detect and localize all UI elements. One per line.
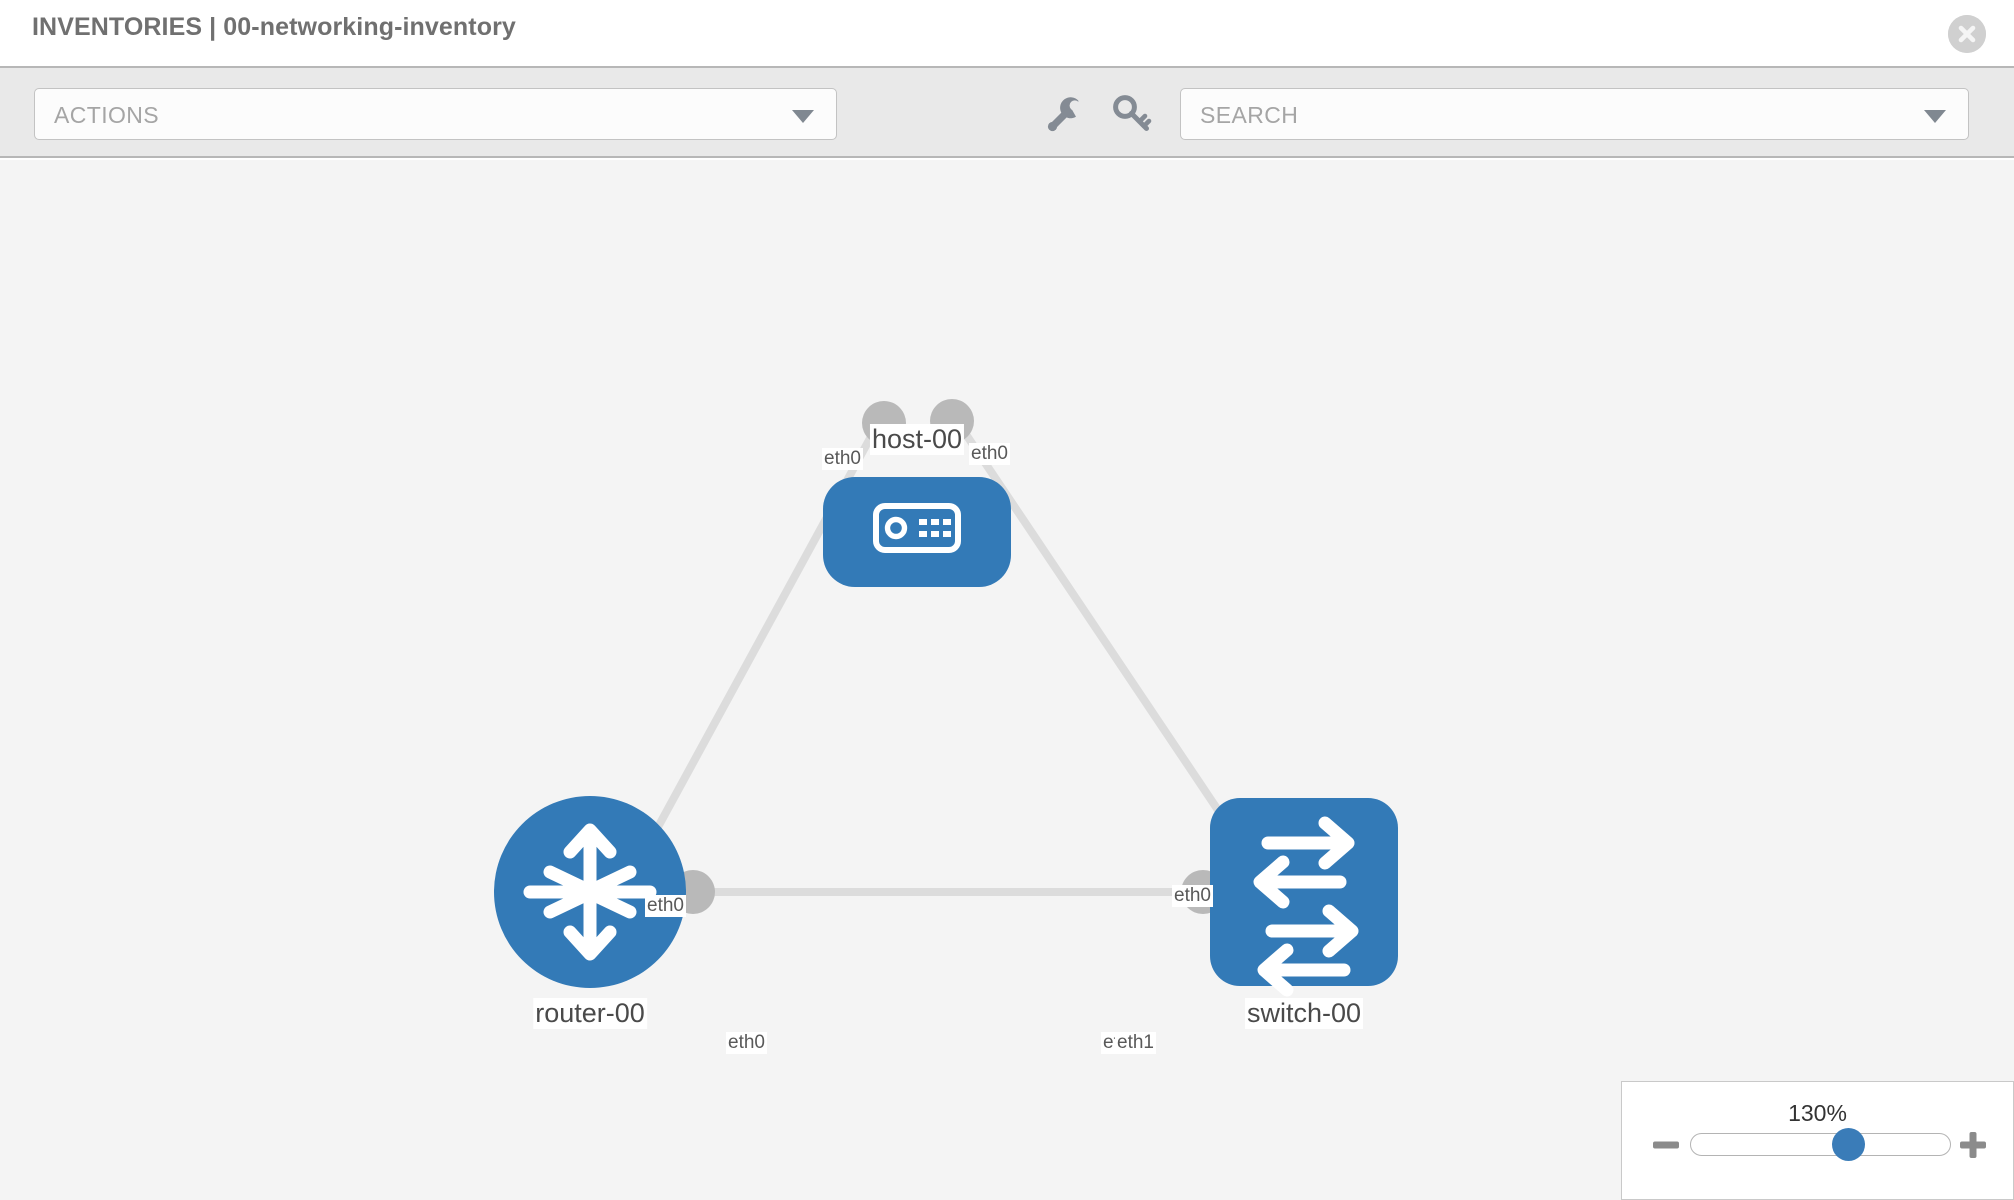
iface-label-host00-left: eth0 (822, 448, 863, 470)
key-icon[interactable] (1108, 90, 1156, 138)
node-label-host-00: host-00 (869, 424, 965, 455)
edge-host00-switch00 (951, 415, 1232, 828)
topology-graph (494, 399, 1398, 997)
topology-ports (618, 399, 1254, 914)
search-placeholder: SEARCH (1200, 102, 1299, 128)
node-router-00 (494, 796, 686, 988)
router-arrows-icon (523, 823, 657, 961)
iface-label-router00-up: eth0 (645, 895, 686, 917)
minus-icon[interactable] (1651, 1130, 1681, 1160)
topology-canvas[interactable]: host-00 router-00 switch-00 eth0 eth0 et… (0, 160, 2014, 1200)
zoom-control-panel: 130% (1621, 1081, 2014, 1200)
node-label-switch-00: switch-00 (1244, 998, 1364, 1029)
plus-icon[interactable] (1958, 1130, 1988, 1160)
page-title: INVENTORIES | 00-networking-inventory (32, 13, 516, 41)
iface-label-switch00-left-eth1: eth1 (1115, 1032, 1156, 1054)
actions-dropdown-label: ACTIONS (54, 102, 160, 128)
page-header: INVENTORIES | 00-networking-inventory (0, 0, 2014, 68)
zoom-level-value: 130% (1788, 1100, 1847, 1126)
node-label-router-00: router-00 (533, 998, 647, 1029)
wrench-icon[interactable] (1040, 90, 1088, 138)
server-device-icon (873, 503, 961, 553)
close-icon[interactable] (1948, 15, 1986, 53)
node-switch-00 (1210, 798, 1398, 997)
actions-dropdown[interactable]: ACTIONS (34, 88, 837, 140)
zoom-slider-thumb[interactable] (1832, 1128, 1866, 1161)
zoom-slider[interactable] (1690, 1128, 1951, 1161)
iface-label-router00-right: eth0 (726, 1032, 767, 1054)
iface-label-switch00-up: eth0 (1172, 885, 1213, 907)
chevron-down-icon (792, 110, 814, 123)
node-switch-00-shape (1210, 798, 1398, 986)
switch-arrows-icon (1253, 816, 1359, 997)
search-input[interactable]: SEARCH (1180, 88, 1969, 140)
chevron-down-icon (1924, 110, 1946, 123)
node-host-00 (823, 477, 1011, 587)
iface-label-host00-right: eth0 (969, 443, 1010, 465)
toolbar: ACTIONS SEARCH (0, 68, 2014, 158)
node-host-00-shape (823, 477, 1011, 587)
